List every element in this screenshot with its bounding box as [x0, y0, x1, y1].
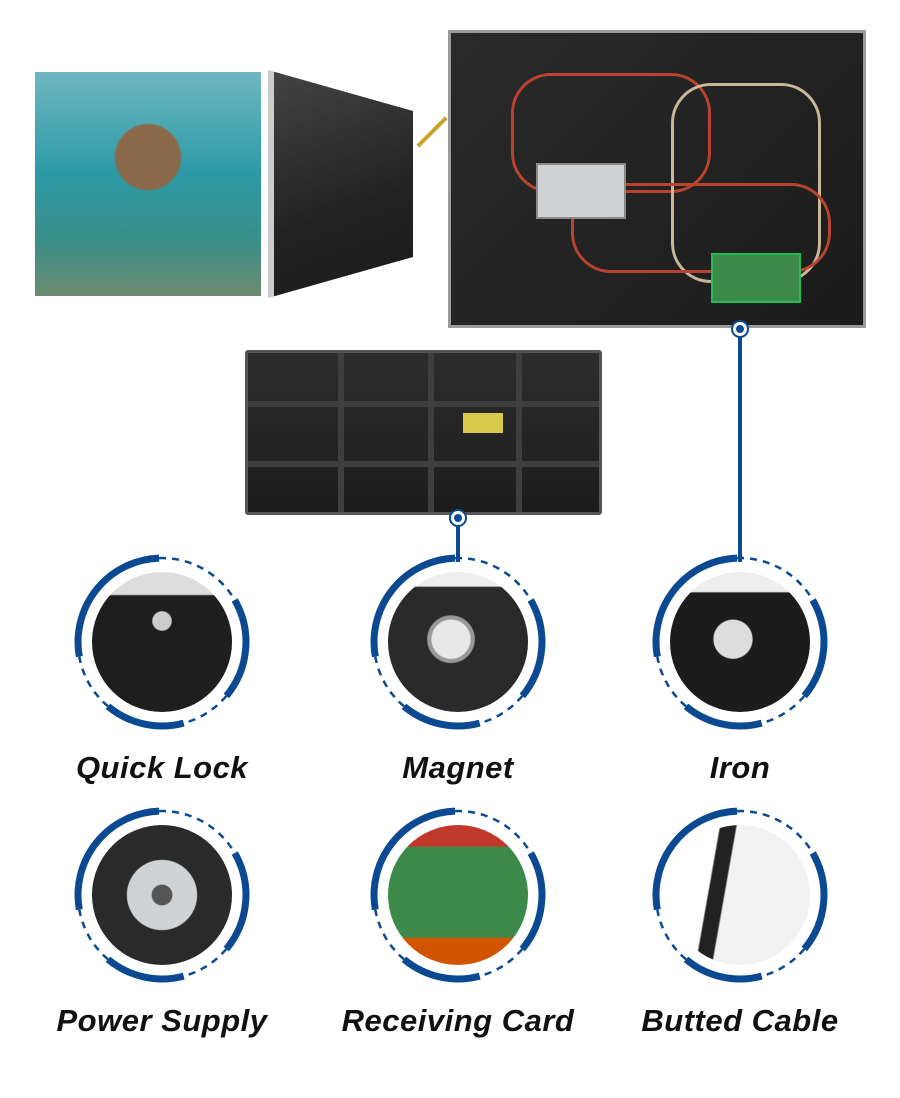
- feature-magnet: [366, 550, 550, 734]
- cabinet-side-view: [268, 70, 413, 298]
- receiving-card-board: [711, 253, 801, 303]
- quick-lock-photo: [92, 572, 232, 712]
- ring-frame: [652, 554, 828, 730]
- connector-line-magnet: [456, 518, 460, 562]
- feature-label: Iron: [709, 750, 771, 785]
- ring-frame: [370, 807, 546, 983]
- cable-connector: [416, 116, 448, 148]
- magnet-photo: [388, 572, 528, 712]
- feature-label: Quick Lock: [75, 750, 249, 785]
- power-supply-unit: [536, 163, 626, 219]
- receiving-card-photo: [388, 825, 528, 965]
- iron-photo: [670, 572, 810, 712]
- feature-quick-lock: [70, 550, 254, 734]
- feature-label: Receiving Card: [341, 1003, 575, 1038]
- feature-label: Power Supply: [56, 1003, 268, 1038]
- feature-power-supply: [70, 803, 254, 987]
- feature-label: Magnet: [402, 750, 514, 785]
- feature-iron: [648, 550, 832, 734]
- ring-frame: [74, 807, 250, 983]
- feature-receiving-card: [366, 803, 550, 987]
- ring-frame: [370, 554, 546, 730]
- ring-frame: [74, 554, 250, 730]
- led-module-back: [245, 350, 602, 515]
- connector-line-iron: [738, 328, 742, 562]
- feature-label: Butted Cable: [641, 1003, 839, 1038]
- cabinet-back-view: [448, 30, 866, 328]
- connector-dot-magnet: [451, 511, 465, 525]
- raccoon-display-image: [35, 72, 261, 296]
- power-supply-photo: [92, 825, 232, 965]
- butted-cable-photo: [670, 825, 810, 965]
- ring-frame: [652, 807, 828, 983]
- connector-dot-iron: [733, 322, 747, 336]
- feature-butted-cable: [648, 803, 832, 987]
